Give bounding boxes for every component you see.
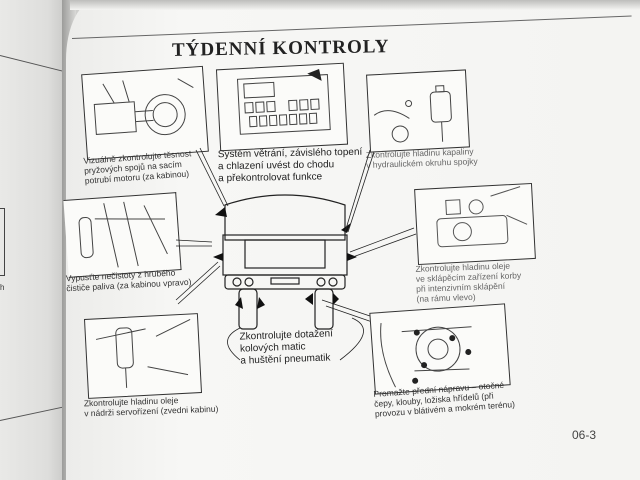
power-steering-tank-illustration — [83, 313, 203, 399]
tipper-hydraulic-icon — [436, 186, 528, 248]
switch-panel-icon — [236, 69, 331, 135]
front-axle-grease-points-illustration — [369, 303, 511, 395]
clutch-fluid-reservoir-illustration — [366, 69, 470, 153]
caption-clutch-fluid: Zkontrolujte hladinu kapaliny v hydrauli… — [365, 146, 478, 170]
left-page: h — [0, 0, 69, 480]
dashboard-switch-panel-illustration — [215, 62, 349, 152]
page-number: 06-3 — [572, 428, 597, 442]
front-axle-icon — [380, 323, 472, 388]
truck-icon — [213, 194, 357, 330]
fuel-filter-icon — [78, 201, 168, 268]
left-page-text-fragment: h — [0, 283, 5, 292]
fluid-reservoir-icon — [373, 85, 452, 143]
pointer-arrow-icon — [307, 69, 322, 81]
left-page-figure-frame — [0, 208, 5, 276]
fuel-filter-illustration — [63, 192, 182, 278]
engine-intake-illustration — [81, 65, 209, 161]
truck-front-illustration — [205, 185, 365, 335]
page-top-shadow — [70, 0, 640, 10]
left-page-top-rule — [0, 55, 69, 73]
page-title: TÝDENNÍ KONTROLY — [171, 36, 390, 61]
caption-ventilation: Systém větrání, závislého topení a chlaz… — [217, 146, 363, 185]
engine-intake-icon — [93, 78, 194, 136]
caption-tipper-oil: Zkontrolujte hladinu oleje ve sklápěcím … — [415, 260, 522, 304]
tipper-hydraulic-illustration — [414, 182, 536, 266]
steering-tank-icon — [95, 319, 191, 388]
left-page-bottom-rule — [0, 405, 69, 421]
caption-wheel-nuts: Zkontrolujte dotažení kolových matic a h… — [239, 328, 334, 367]
